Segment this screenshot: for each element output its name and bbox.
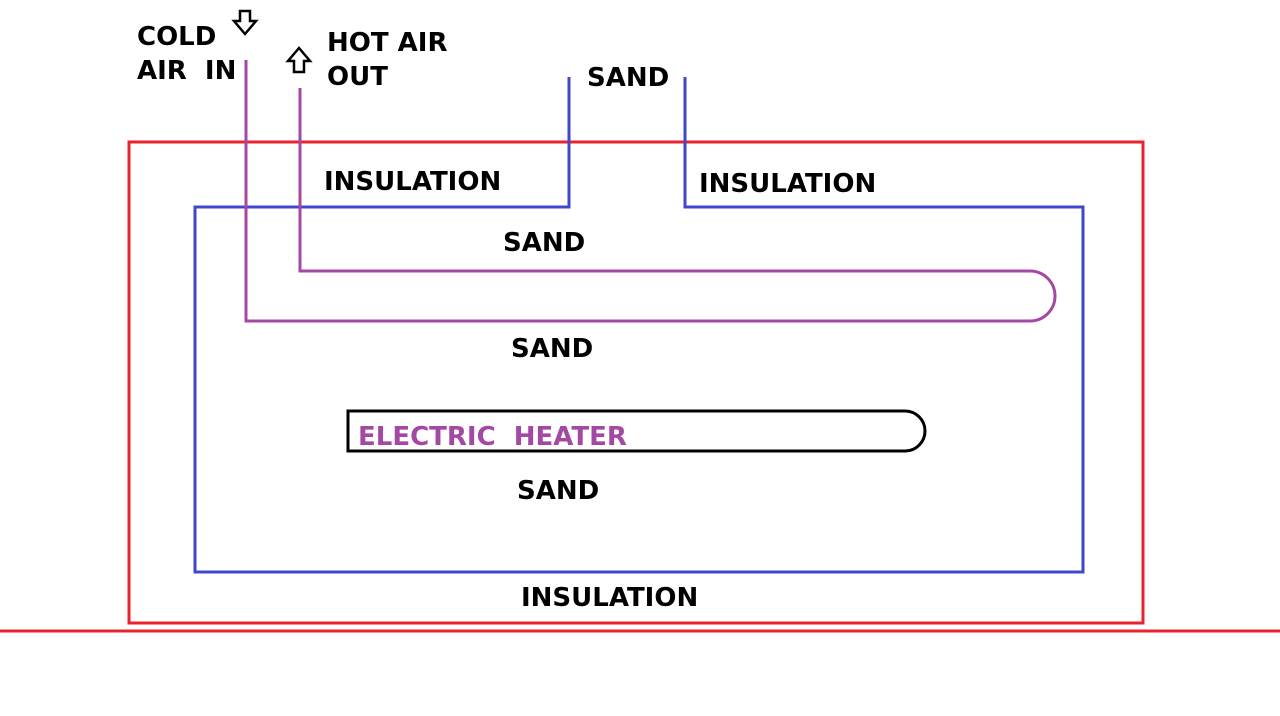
arrow-down-icon <box>231 9 259 36</box>
sand-label-middle: SAND <box>511 334 593 364</box>
sand-container <box>193 77 1085 574</box>
electric-heater <box>346 409 927 453</box>
hot-air-out-label-line1: HOT AIR <box>327 28 447 58</box>
insulation-outer-box <box>127 140 1145 625</box>
insulation-label-top-left: INSULATION <box>324 167 501 197</box>
cold-air-in-label-line2: AIR IN <box>137 56 236 86</box>
electric-heater-label: ELECTRIC HEATER <box>358 422 627 452</box>
arrow-up-icon <box>285 46 313 74</box>
insulation-label-top-right: INSULATION <box>699 169 876 199</box>
cold-air-in-label-line1: COLD <box>137 22 216 52</box>
sand-label-lower: SAND <box>517 476 599 506</box>
hot-air-out-label-line2: OUT <box>327 62 388 92</box>
sand-label-upper: SAND <box>503 228 585 258</box>
insulation-label-bottom: INSULATION <box>521 583 698 613</box>
sand-inlet-label: SAND <box>587 63 669 93</box>
air-pipe <box>244 60 1057 323</box>
